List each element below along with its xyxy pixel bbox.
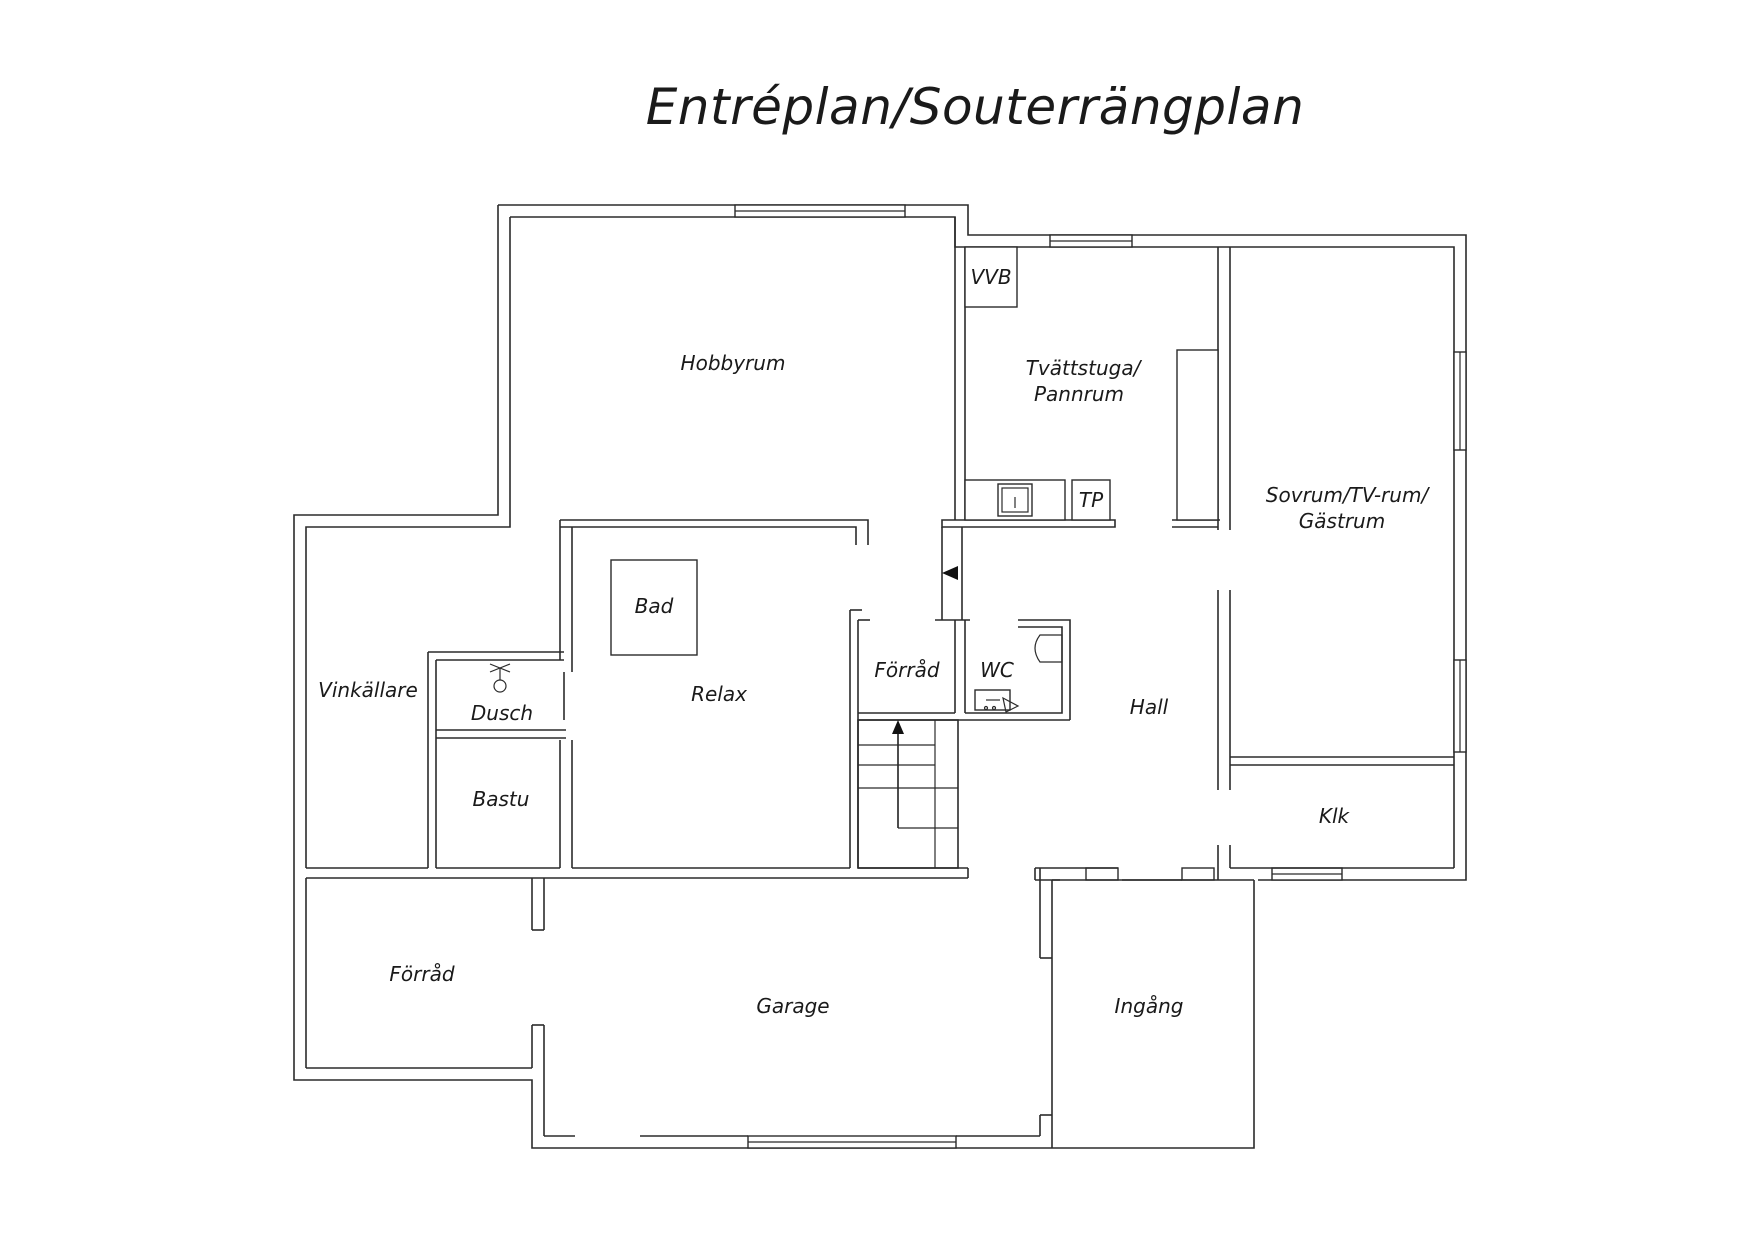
page-title: Entréplan/Souterrängplan (645, 78, 1305, 136)
label-bad: Bad (635, 594, 674, 618)
label-wc: WC (980, 658, 1014, 682)
shower-icon (489, 663, 511, 693)
label-garage: Garage (756, 994, 829, 1018)
label-vvb: VVB (970, 265, 1011, 289)
label-sovrum-1: Sovrum/TV-rum/ (1266, 483, 1431, 507)
label-tp: TP (1079, 488, 1104, 512)
label-hall: Hall (1130, 695, 1169, 719)
label-relax: Relax (691, 682, 747, 706)
label-dusch: Dusch (471, 701, 533, 725)
interior-walls (305, 217, 1454, 1148)
label-forrad-small: Förråd (874, 658, 939, 682)
fixtures (489, 246, 1111, 828)
vvb-box (964, 246, 1018, 308)
label-klk: Klk (1319, 804, 1351, 828)
label-tvattstuga-2: Pannrum (1034, 382, 1124, 406)
label-ingang: Ingång (1115, 994, 1184, 1018)
label-bastu: Bastu (473, 787, 530, 811)
sink-icon (997, 483, 1033, 517)
windows (734, 204, 1467, 1149)
label-tvattstuga-1: Tvättstuga/ (1026, 356, 1143, 380)
toilet-icon (1034, 634, 1063, 663)
label-hobbyrum: Hobbyrum (681, 351, 786, 375)
tp-box (1071, 479, 1111, 521)
label-forrad-large: Förråd (389, 962, 454, 986)
hall-arrow-icon (942, 566, 958, 580)
wc-sink-icon (974, 689, 1020, 713)
bad-tub (610, 559, 698, 656)
stair-arrow-icon (892, 720, 904, 828)
label-vinkallare: Vinkällare (318, 678, 418, 702)
room-labels: Hobbyrum VVB Tvättstuga/ Pannrum TP Sovr… (318, 265, 1430, 1018)
label-sovrum-2: Gästrum (1299, 509, 1385, 533)
